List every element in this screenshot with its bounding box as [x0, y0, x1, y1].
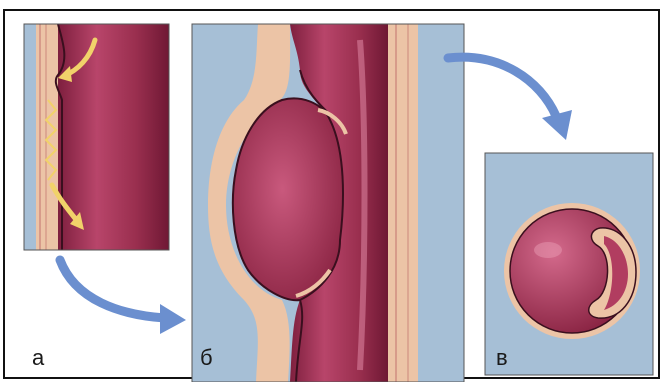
- panel-a: [24, 24, 169, 250]
- vessel-wall-right: [388, 24, 418, 382]
- panel-label-c: в: [496, 347, 508, 369]
- panel-b: [192, 24, 464, 382]
- panel-c: [485, 153, 653, 375]
- panel-label-b: б: [200, 347, 213, 369]
- panel-label-a: а: [32, 347, 44, 369]
